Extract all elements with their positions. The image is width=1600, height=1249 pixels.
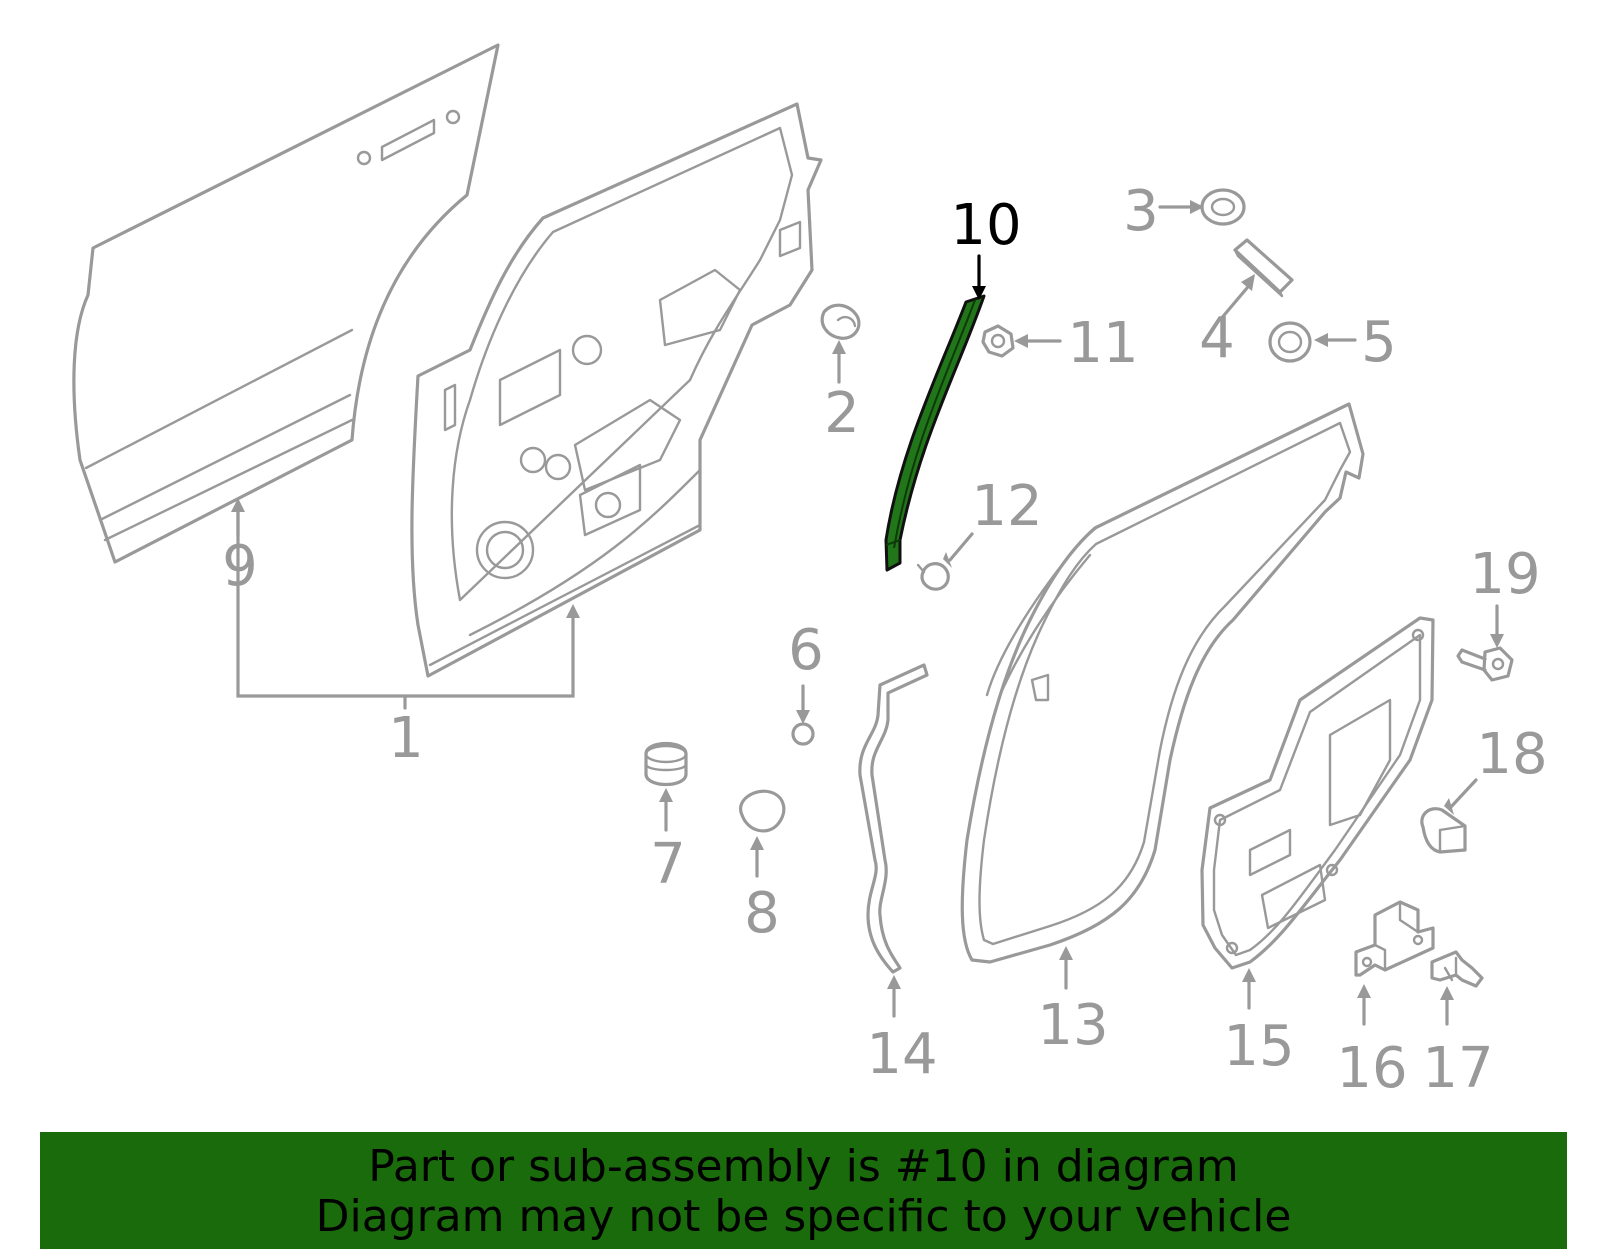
callout-1: 1	[388, 706, 424, 771]
part-12-clip[interactable]	[916, 562, 950, 591]
callout-15: 15	[1223, 1014, 1294, 1079]
callout-10: 10	[950, 193, 1021, 258]
part-17-clip[interactable]	[1430, 950, 1484, 988]
arrowhead-2	[832, 340, 846, 354]
part-16-bracket[interactable]	[1354, 900, 1435, 977]
leader-1-9	[236, 506, 575, 710]
arrowhead-9	[231, 498, 245, 512]
arrowhead-18	[1444, 798, 1454, 815]
arrowhead-10	[972, 286, 986, 300]
part-13-door-weatherstrip[interactable]	[960, 402, 1365, 964]
callout-7: 7	[650, 832, 686, 897]
part-8-oval-plug[interactable]	[738, 789, 786, 833]
callout-2: 2	[824, 381, 860, 446]
part-5-grommet[interactable]	[1268, 321, 1312, 363]
callout-3: 3	[1123, 179, 1159, 244]
arrowhead-6	[796, 710, 810, 724]
part-19-bolt[interactable]	[1456, 646, 1514, 682]
callout-13: 13	[1037, 993, 1108, 1058]
callout-14: 14	[866, 1022, 937, 1087]
part-3-grommet[interactable]	[1200, 188, 1246, 226]
callout-5: 5	[1361, 310, 1397, 375]
banner-line-2: Diagram may not be specific to your vehi…	[315, 1191, 1292, 1242]
arrowhead-16	[1357, 984, 1371, 998]
callout-12: 12	[971, 474, 1042, 539]
part-18-clip[interactable]	[1420, 807, 1467, 854]
callout-19: 19	[1469, 542, 1540, 607]
arrowhead-1	[566, 604, 580, 618]
part-15-module-panel[interactable]	[1200, 616, 1435, 970]
callout-4: 4	[1199, 306, 1235, 371]
arrowhead-11	[1014, 334, 1028, 348]
arrowhead-3	[1190, 200, 1204, 214]
arrowhead-4	[1241, 274, 1255, 291]
banner-line-1: Part or sub-assembly is #10 in diagram	[368, 1141, 1239, 1192]
arrowhead-15	[1242, 968, 1256, 982]
part-10-glass-run-channel[interactable]	[884, 294, 986, 572]
info-banner: Part or sub-assembly is #10 in diagram D…	[40, 1132, 1567, 1249]
part-6-clip[interactable]	[791, 722, 815, 746]
parts-diagram: 9 1 2 10 11 12 3 4	[72, 43, 1548, 1101]
part-2-plug[interactable]	[820, 303, 861, 340]
arrowhead-19	[1490, 634, 1504, 648]
callout-16: 16	[1336, 1036, 1407, 1101]
callout-6: 6	[788, 618, 824, 683]
arrowhead-14	[887, 975, 901, 989]
leader-4	[1218, 286, 1249, 322]
part-11-nut[interactable]	[981, 324, 1015, 358]
callout-9: 9	[222, 534, 258, 599]
callout-17: 17	[1422, 1036, 1493, 1101]
callout-18: 18	[1476, 722, 1547, 787]
part-9-outer-door-skin[interactable]	[72, 43, 500, 564]
callout-8: 8	[744, 881, 780, 946]
arrowhead-17	[1440, 986, 1454, 1000]
arrowhead-8	[750, 836, 764, 850]
arrowhead-12	[943, 552, 952, 568]
part-7-plug[interactable]	[644, 742, 688, 786]
leader-18	[1448, 778, 1478, 810]
arrowhead-5	[1314, 333, 1328, 347]
arrowhead-7	[659, 788, 673, 802]
callout-11: 11	[1067, 311, 1138, 376]
part-14-seal[interactable]	[858, 663, 929, 974]
leader-12	[948, 532, 974, 562]
part-4-pad[interactable]	[1233, 238, 1294, 298]
part-1-door-inner-frame[interactable]	[410, 102, 823, 678]
arrowhead-13	[1059, 946, 1073, 960]
